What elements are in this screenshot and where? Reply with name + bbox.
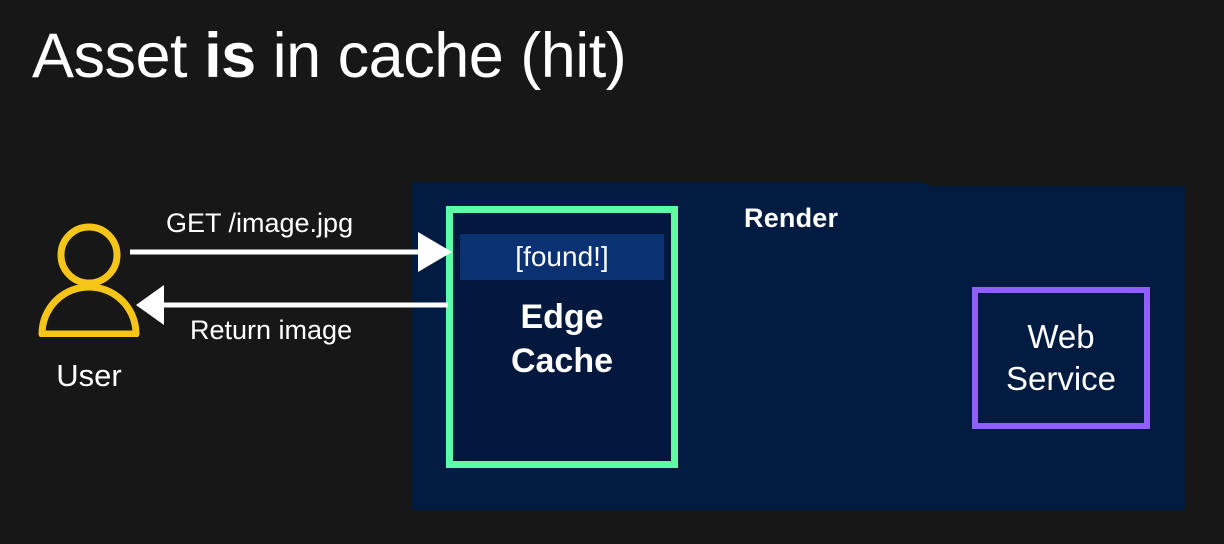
web-service-node: Web Service [972, 287, 1150, 429]
title-prefix: Asset [32, 21, 205, 91]
title-emphasis: is [204, 21, 256, 91]
edge-cache-title: Edge Cache [510, 298, 614, 381]
title-suffix: in cache (hit) [255, 21, 627, 91]
render-platform-label: Render [744, 203, 839, 233]
page-title: Asset is in cache (hit) [32, 21, 627, 91]
request-arrow-label: GET /image.jpg [166, 208, 354, 238]
edge-cache-node: [found!] Edge Cache [446, 206, 678, 468]
cache-status-label: [found!] [515, 241, 609, 272]
user-label: User [56, 358, 122, 393]
web-service-title: Web Service [1005, 317, 1117, 397]
user-icon [38, 223, 140, 337]
response-arrow-label: Return image [190, 315, 353, 345]
cache-status-band: [found!] [460, 234, 664, 280]
